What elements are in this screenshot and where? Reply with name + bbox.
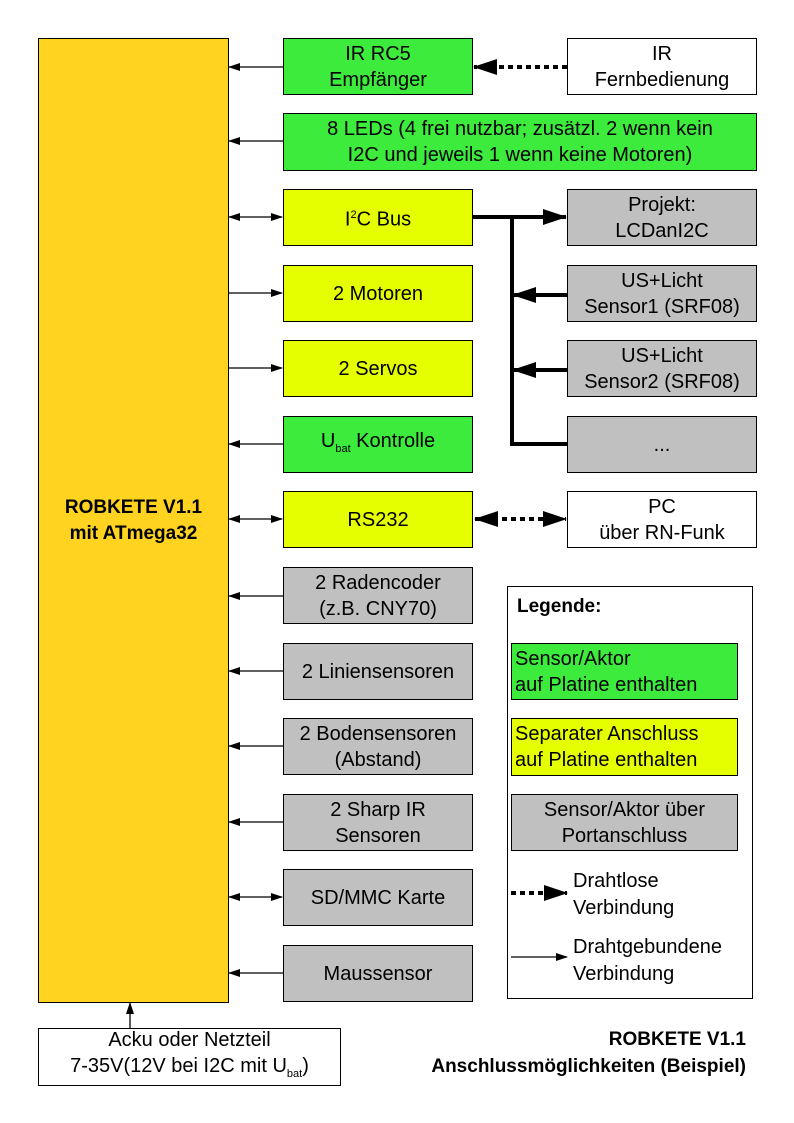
bodensensoren: 2 Bodensensoren(Abstand) (283, 718, 473, 775)
liniensensoren: 2 Liniensensoren (283, 643, 473, 700)
motoren: 2 Motoren (283, 265, 473, 322)
more-devices: ... (567, 416, 757, 473)
lcd-project: Projekt:LCDanI2C (567, 189, 757, 246)
i2c-bus: I2C Bus (283, 189, 473, 246)
i2c-bus-line (473, 215, 567, 446)
leds: 8 LEDs (4 frei nutzbar; zusätzl. 2 wenn … (283, 113, 757, 171)
servos: 2 Servos (283, 340, 473, 397)
ubat-kontrolle: Ubat Kontrolle (283, 416, 473, 473)
maussensor: Maussensor (283, 945, 473, 1002)
legend (507, 586, 753, 999)
radencoder: 2 Radencoder(z.B. CNY70) (283, 567, 473, 624)
legend-title: Legende: (517, 596, 602, 617)
rs232: RS232 (283, 491, 473, 548)
sd-mmc: SD/MMC Karte (283, 869, 473, 926)
